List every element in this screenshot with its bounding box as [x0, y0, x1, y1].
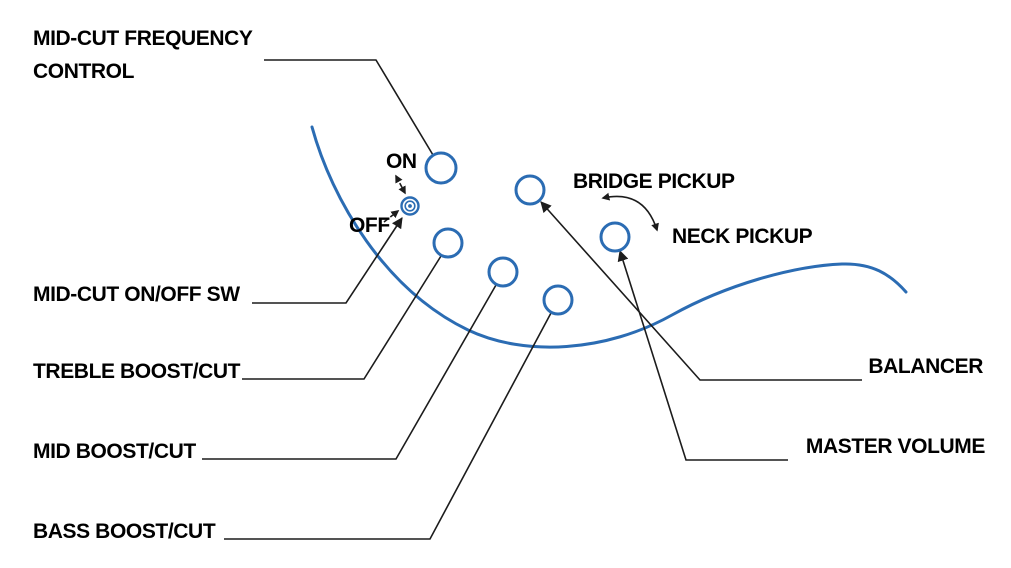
label-treble-boost-cut: TREBLE BOOST/CUT: [33, 360, 241, 383]
balancer-knob: [514, 174, 546, 206]
master-volume-knob: [599, 221, 631, 253]
leader-line-mid-cut-on-off-sw: [252, 217, 403, 304]
label-bridge-pickup: BRIDGE PICKUP: [573, 170, 735, 193]
leader-line-master-volume: [617, 249, 788, 461]
switch-on-position-arrow: [395, 174, 406, 195]
balancer-rotation-arrow: [601, 192, 659, 232]
label-switch-off: OFF: [349, 214, 390, 237]
label-master-volume: MASTER VOLUME: [805, 435, 986, 458]
mid-boost-cut-knob: [487, 256, 519, 288]
label-neck-pickup: NECK PICKUP: [672, 225, 813, 248]
label-switch-on: ON: [386, 150, 417, 173]
instrument-body-outline-curve: [310, 125, 908, 349]
bass-boost-cut-knob: [542, 284, 574, 316]
label-mid-cut-frequency-line2: CONTROL: [33, 60, 135, 83]
mid-cut-frequency-knob: [424, 151, 458, 185]
leader-line-bass-boost-cut: [224, 312, 552, 540]
label-bass-boost-cut: BASS BOOST/CUT: [33, 520, 216, 543]
leader-line-mid-boost-cut: [202, 284, 497, 460]
leader-line-balancer: [540, 201, 862, 381]
mid-cut-on-off-switch-icon: [400, 196, 420, 216]
label-mid-cut-on-off-sw: MID-CUT ON/OFF SW: [33, 283, 240, 306]
leader-line-mid-cut-frequency: [264, 59, 434, 156]
leader-line-treble-boost-cut: [242, 255, 442, 380]
switch-off-position-arrow: [383, 210, 400, 223]
label-mid-cut-frequency-line1: MID-CUT FREQUENCY: [33, 27, 253, 50]
label-balancer: BALANCER: [868, 355, 983, 378]
treble-boost-cut-knob: [432, 227, 464, 259]
label-mid-boost-cut: MID BOOST/CUT: [33, 440, 196, 463]
